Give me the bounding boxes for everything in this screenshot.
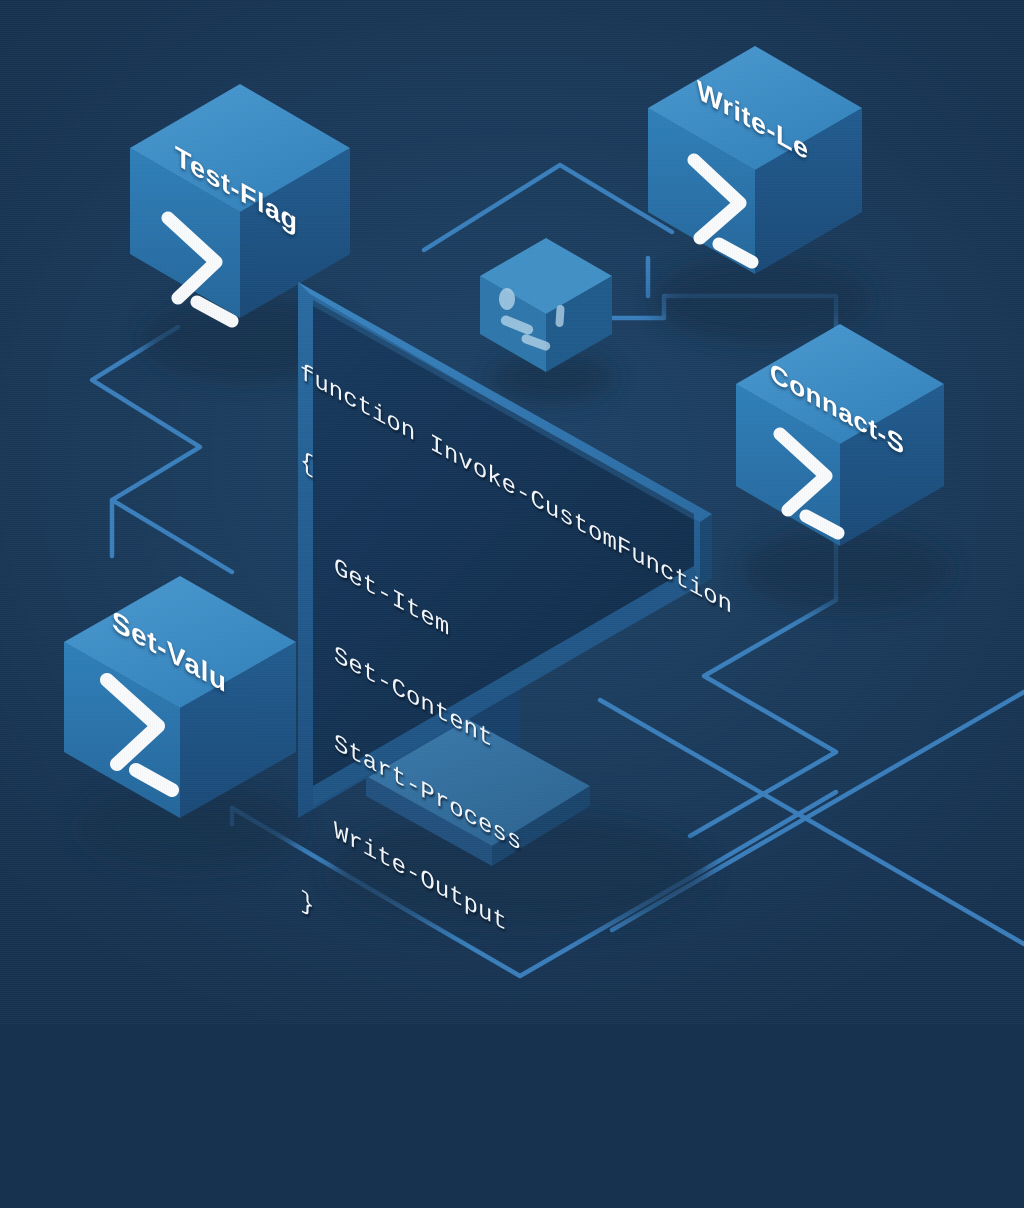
powershell-prompt-icon: [687, 153, 759, 269]
connector-cross-lower-right: [597, 697, 1024, 947]
powershell-prompt-icon: [100, 673, 179, 797]
cube-test-flag[interactable]: [130, 84, 350, 328]
monitor-screen: [313, 300, 694, 786]
cube-write-log[interactable]: [648, 46, 862, 274]
monitor-stand-base-side: [492, 786, 590, 866]
monitor-stand-base-top: [366, 716, 590, 846]
cube-connect-right: [840, 384, 944, 546]
cube-small-right: [546, 276, 612, 372]
monitor-screen-highlight: [313, 300, 694, 520]
monitor-chin: [313, 566, 700, 806]
connector-center-top: [421, 162, 675, 253]
isometric-scene: function Invoke-CustomFunction { Get-Ite…: [0, 0, 1024, 1024]
connector-test-flag-left: [89, 324, 235, 575]
cube-connect-left: [736, 384, 840, 546]
shadow-small-cube: [490, 354, 614, 402]
cube-write-log-left: [648, 108, 755, 274]
shadow-write-log: [654, 258, 870, 342]
cube-set-value[interactable]: [64, 576, 296, 818]
powershell-prompt-icon: [161, 211, 239, 328]
monitor-bezel-top-edge: [298, 282, 712, 522]
cube-write-log-right: [755, 108, 862, 274]
scene-graphics: [64, 46, 1024, 979]
cube-set-value-right: [180, 642, 296, 818]
shadow-monitor: [330, 816, 710, 928]
cube-connect-session[interactable]: [736, 324, 944, 546]
monitor[interactable]: [298, 282, 712, 866]
cube-small-node[interactable]: [480, 238, 612, 372]
shadow-connect: [742, 530, 950, 610]
monitor-bezel-right-edge: [700, 514, 712, 586]
connector-bottom-diamond: [229, 789, 839, 979]
faded-prompt-icon: [499, 288, 565, 351]
cube-test-flag-right: [240, 148, 350, 318]
monitor-stand-base-front: [366, 776, 492, 866]
shadow-set-value: [78, 784, 302, 872]
powershell-prompt-icon: [773, 427, 845, 540]
object-shadows: [78, 258, 950, 928]
